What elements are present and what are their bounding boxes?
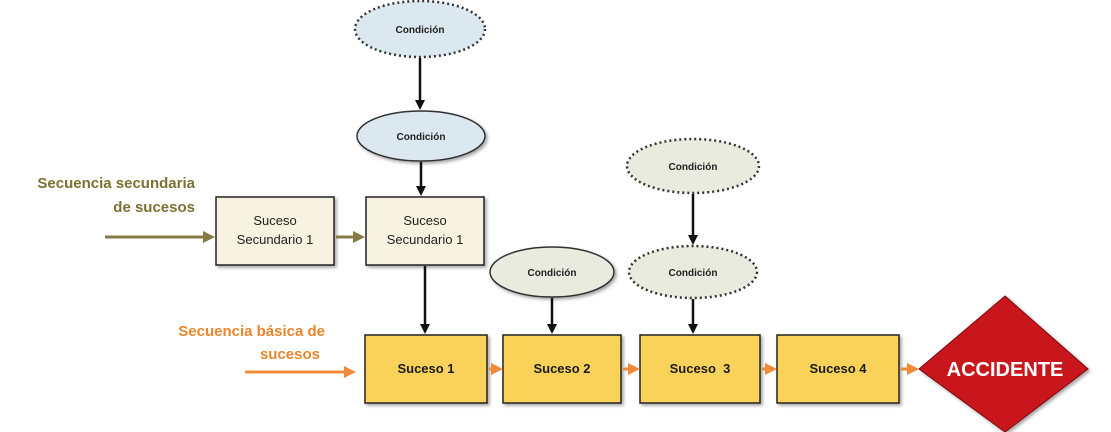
condition-node-middle: Condición <box>356 110 486 162</box>
main-event-label: Suceso 3 <box>670 361 731 376</box>
condition-label: Condición <box>396 25 445 36</box>
condition-label: Condición <box>669 268 718 279</box>
basic-sequence-label-line2: sucesos <box>260 346 320 363</box>
main-event-box-2: Suceso 2 <box>502 334 622 404</box>
main-event-box-3: Suceso 3 <box>639 334 761 404</box>
condition-node-suceso2: Condición <box>489 246 615 298</box>
main-event-label: Suceso 4 <box>809 361 867 376</box>
secondary-sequence-label-line2: de sucesos <box>113 199 195 216</box>
condition-label: Condición <box>528 268 577 279</box>
condition-node-suceso3: Condición <box>627 244 759 300</box>
secondary-event-line1: Suceso <box>253 213 296 228</box>
condition-label: Condición <box>397 132 446 143</box>
accident-diamond: ACCIDENTE <box>918 295 1089 432</box>
condition-node-right-top: Condición <box>625 137 761 195</box>
main-event-label: Suceso 1 <box>397 361 454 376</box>
basic-sequence-label-line1: Secuencia básica de <box>178 323 325 340</box>
condition-label: Condición <box>669 162 718 173</box>
secondary-event-line2: Secundario 1 <box>237 232 314 247</box>
secondary-event-line2: Secundario 1 <box>387 232 464 247</box>
secondary-event-box-1: Suceso Secundario 1 <box>215 196 335 266</box>
accident-label: ACCIDENTE <box>947 359 1064 381</box>
secondary-event-box-2: Suceso Secundario 1 <box>365 196 485 266</box>
main-event-label: Suceso 2 <box>533 361 590 376</box>
condition-node-top: Condición <box>353 0 487 59</box>
secondary-event-line1: Suceso <box>403 213 446 228</box>
main-event-box-4: Suceso 4 <box>776 334 900 404</box>
secondary-sequence-label-line1: Secuencia secundaria <box>37 175 195 192</box>
main-event-box-1: Suceso 1 <box>364 334 488 404</box>
